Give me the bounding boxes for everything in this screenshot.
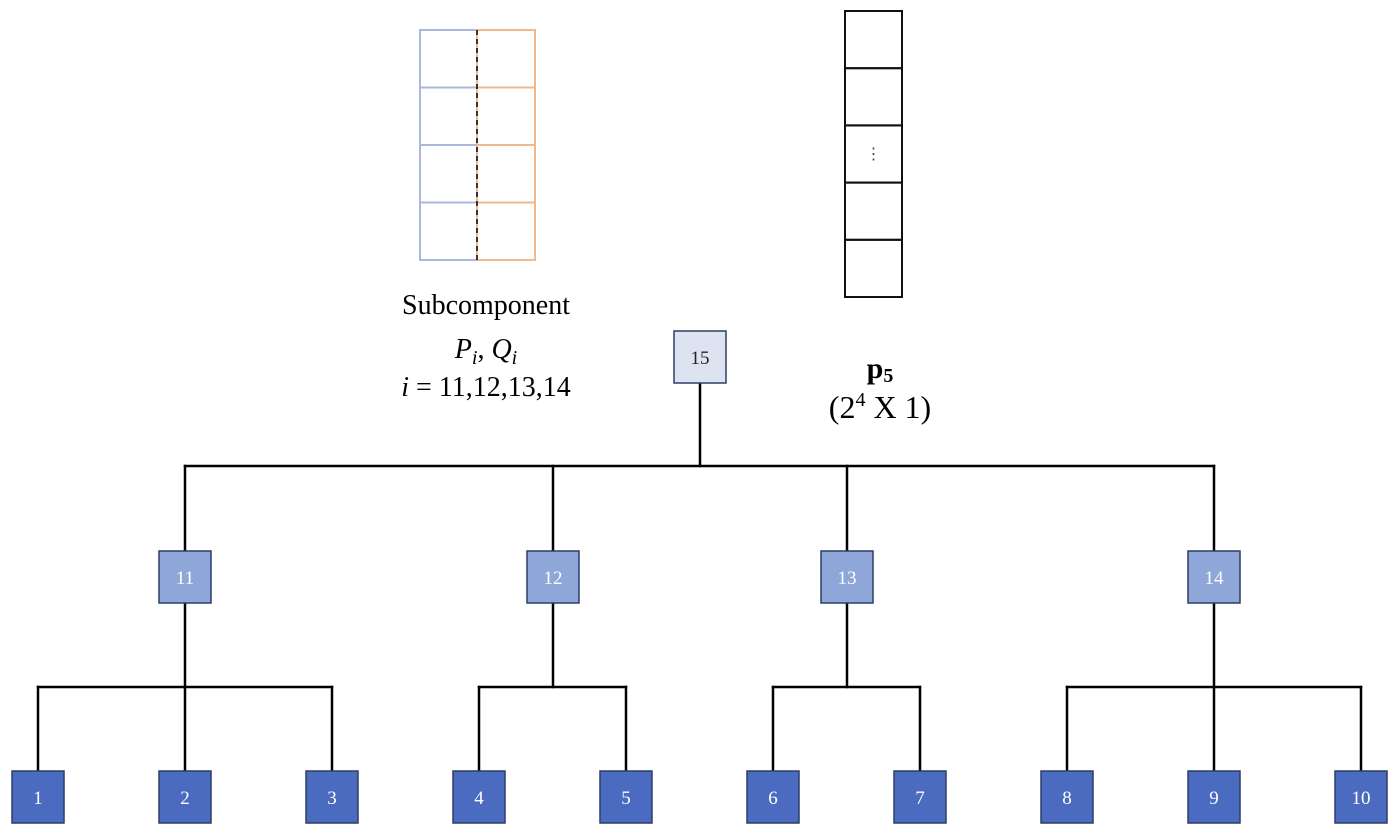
node-10: 10	[1334, 770, 1388, 824]
node-10-label: 10	[1352, 788, 1371, 809]
node-13-box	[820, 550, 874, 604]
vector-label-sub: 5	[883, 365, 893, 387]
node-3-box	[305, 770, 359, 824]
node-5-box	[599, 770, 653, 824]
subcomponent-title: Subcomponent	[402, 290, 570, 321]
node-1-box	[11, 770, 65, 824]
node-12: 12	[526, 550, 580, 604]
node-11-label: 11	[176, 568, 194, 589]
node-9: 9	[1187, 770, 1241, 824]
node-9-label: 9	[1209, 788, 1219, 809]
index-values: = 11,12,13,14	[409, 372, 571, 403]
node-1: 1	[11, 770, 65, 824]
node-6: 6	[746, 770, 800, 824]
node-2: 2	[158, 770, 212, 824]
node-15-box	[673, 330, 727, 384]
vector-label: p5	[867, 352, 894, 387]
vector-cell	[844, 238, 903, 299]
node-2-box	[158, 770, 212, 824]
node-8-label: 8	[1062, 788, 1072, 809]
vector-p5: ⋮	[844, 10, 903, 299]
node-5: 5	[599, 770, 653, 824]
node-4-label: 4	[474, 788, 484, 809]
tree-edges	[36, 381, 1363, 773]
subcomponent-index: i = 11,12,13,14	[401, 372, 571, 403]
node-10-box	[1334, 770, 1388, 824]
p-sub: i	[472, 347, 478, 369]
node-14-label: 14	[1205, 568, 1225, 589]
matrix-cell-q	[476, 144, 536, 204]
vector-dimensions: (24 X 1)	[829, 389, 931, 425]
node-7-label: 7	[915, 788, 925, 809]
subcomponent-caption: Subcomponent Pi, Qi i = 11,12,13,14	[401, 290, 571, 403]
vector-ellipsis: ⋮	[866, 146, 882, 163]
node-12-label: 12	[544, 568, 563, 589]
vector-caption: p5 (24 X 1)	[829, 352, 931, 425]
node-7-box	[893, 770, 947, 824]
node-2-label: 2	[180, 788, 190, 809]
matrix-cell-q	[476, 86, 536, 146]
dims-close: X 1)	[865, 389, 931, 425]
matrix-cell-q	[476, 29, 536, 89]
node-1-label: 1	[33, 788, 43, 809]
subcomponent-vars: Pi, Qi	[454, 334, 517, 369]
node-4-box	[452, 770, 506, 824]
node-8: 8	[1040, 770, 1094, 824]
dims-open: (2	[829, 389, 856, 425]
node-14-box	[1187, 550, 1241, 604]
p-var: P	[454, 334, 472, 365]
node-4: 4	[452, 770, 506, 824]
vector-label-main: p	[867, 352, 884, 385]
node-3-label: 3	[327, 788, 337, 809]
node-6-label: 6	[768, 788, 778, 809]
vector-cell	[844, 181, 903, 241]
node-13-label: 13	[838, 568, 857, 589]
vector-cell	[844, 10, 903, 70]
node-15: 15	[673, 330, 727, 384]
node-13: 13	[820, 550, 874, 604]
node-12-box	[526, 550, 580, 604]
q-var: Q	[491, 334, 511, 365]
matrix-cell-p	[419, 144, 478, 204]
index-var: i	[401, 372, 409, 403]
matrix-cell-p	[419, 86, 478, 146]
node-15-label: 15	[691, 348, 710, 369]
subcomponent-matrix	[419, 29, 536, 261]
vector-cell	[844, 67, 903, 127]
node-11: 11	[158, 550, 212, 604]
matrix-cell-p	[419, 201, 478, 261]
q-sub: i	[512, 347, 518, 369]
node-14: 14	[1187, 550, 1241, 604]
node-9-box	[1187, 770, 1241, 824]
matrix-cell-q	[476, 201, 536, 261]
node-11-box	[158, 550, 212, 604]
vars-sep: ,	[477, 334, 491, 365]
node-3: 3	[305, 770, 359, 824]
node-6-box	[746, 770, 800, 824]
node-5-label: 5	[621, 788, 631, 809]
matrix-cell-p	[419, 29, 478, 89]
node-8-box	[1040, 770, 1094, 824]
dims-exp: 4	[855, 389, 865, 411]
node-7: 7	[893, 770, 947, 824]
